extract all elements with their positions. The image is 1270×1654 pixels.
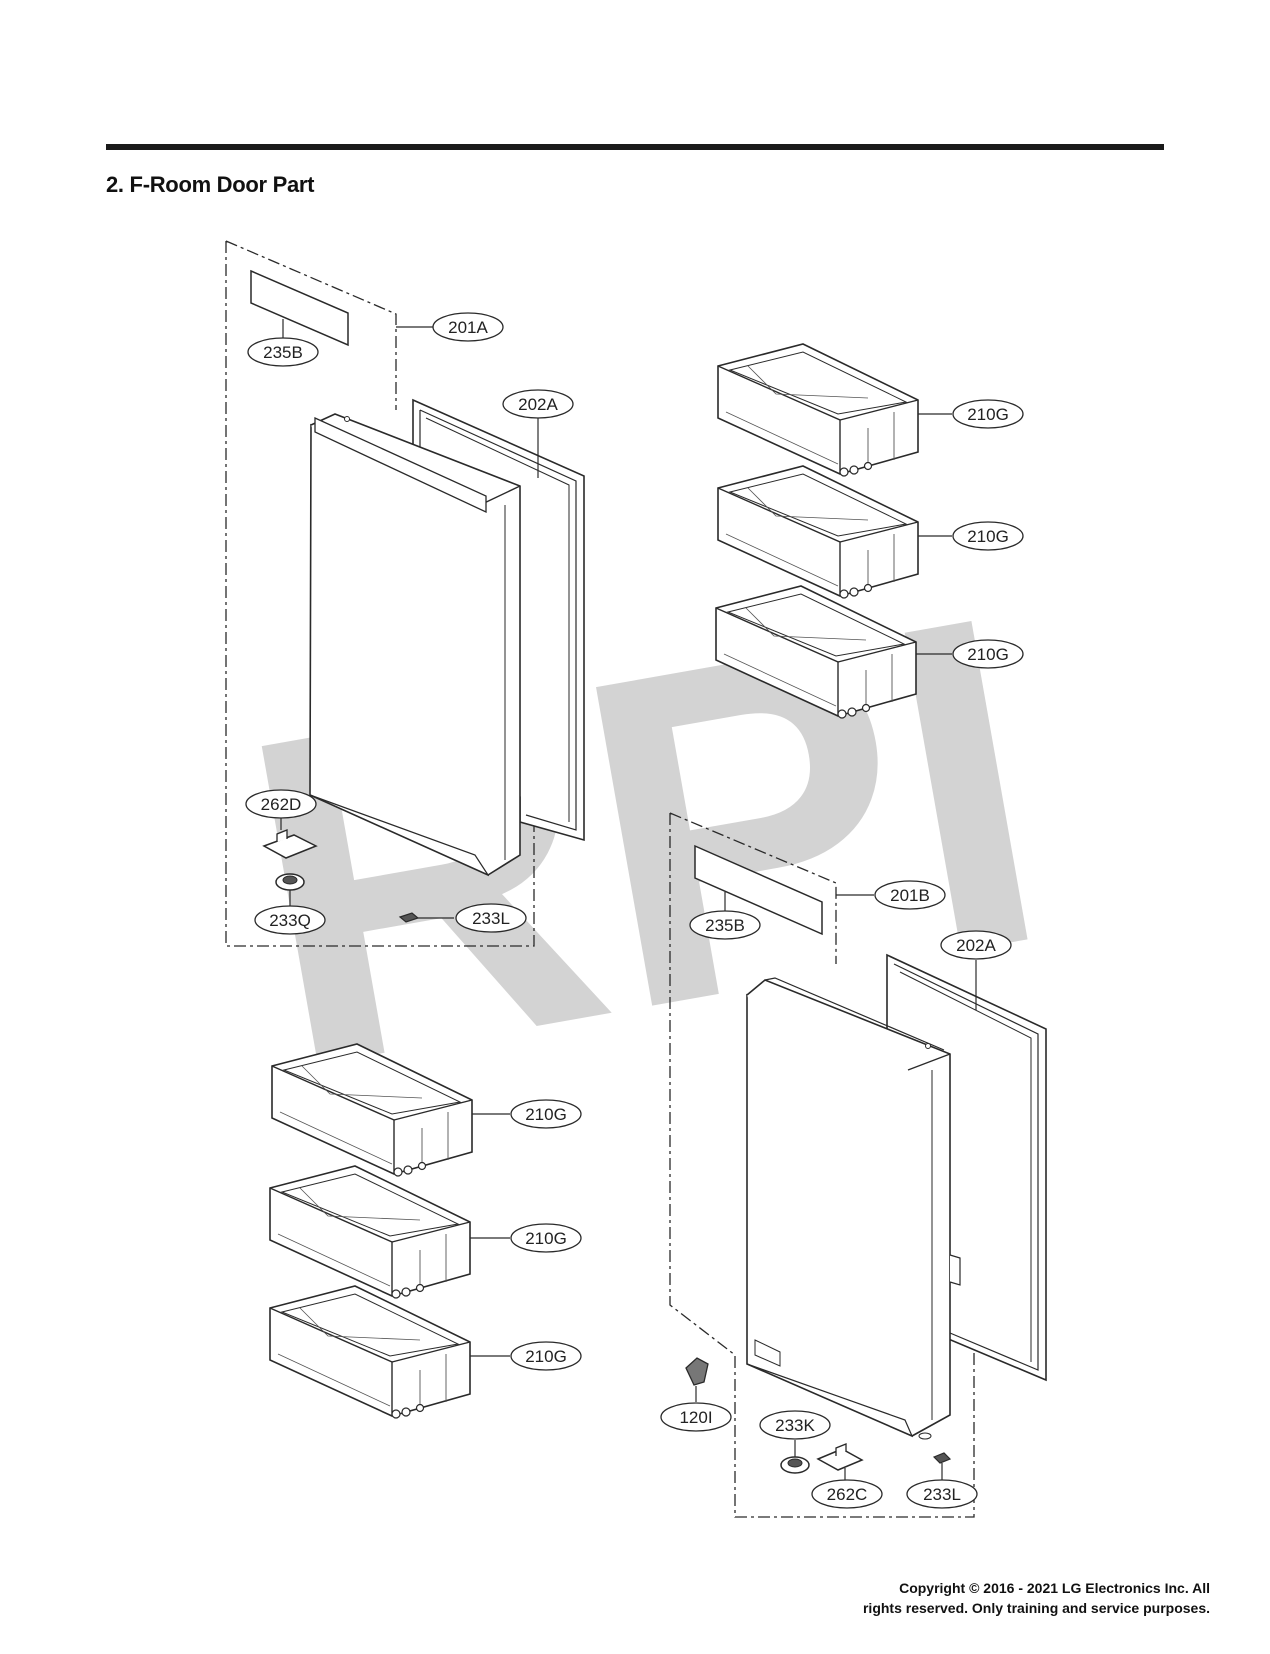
right-door-body — [746, 977, 961, 1440]
section-title: 2. F-Room Door Part — [106, 172, 315, 197]
basket-right-1 — [717, 343, 952, 477]
callout-262d: 262D — [245, 789, 317, 819]
callout-210g-right-2: 210G — [952, 521, 1024, 551]
callout-210g-left-2: 210G — [510, 1223, 582, 1253]
callout-233k: 233K — [759, 1410, 831, 1440]
callout-201b: 201B — [874, 880, 946, 910]
copyright-line-2: rights reserved. Only training and servi… — [862, 1600, 1210, 1616]
svg-text:210G: 210G — [967, 527, 1009, 546]
svg-text:210G: 210G — [525, 1229, 567, 1248]
left-hinge-bracket — [262, 818, 318, 859]
left-panel-label-strip — [250, 269, 349, 347]
right-door-stopper — [932, 1452, 952, 1480]
callout-210g-right-3: 210G — [952, 639, 1024, 669]
callout-120i: 120I — [660, 1402, 732, 1432]
basket-left-1 — [271, 1043, 510, 1177]
left-hinge-cap — [275, 873, 305, 906]
svg-text:235B: 235B — [263, 343, 303, 362]
basket-left-2 — [269, 1165, 510, 1299]
right-hinge-cap — [780, 1440, 810, 1474]
copyright-line-1: Copyright © 2016 - 2021 LG Electronics I… — [899, 1580, 1210, 1596]
callout-235b-left: 235B — [247, 337, 319, 367]
right-sensor-switch — [685, 1357, 709, 1402]
svg-text:202A: 202A — [956, 936, 996, 955]
right-hinge-bracket — [816, 1443, 864, 1480]
callout-235b-right: 235B — [689, 910, 761, 940]
right-panel-label-strip — [694, 844, 823, 936]
svg-text:262D: 262D — [261, 795, 302, 814]
svg-text:210G: 210G — [967, 405, 1009, 424]
callout-201a: 201A — [432, 312, 504, 342]
left-door-stopper — [398, 912, 454, 923]
basket-right-3 — [715, 585, 952, 719]
callout-202a-left: 202A — [502, 389, 574, 419]
basket-left-3 — [269, 1285, 510, 1419]
basket-right-2 — [717, 465, 952, 599]
svg-text:262C: 262C — [827, 1485, 868, 1504]
svg-text:202A: 202A — [518, 395, 558, 414]
svg-text:233L: 233L — [472, 909, 510, 928]
top-rule-divider — [106, 144, 1164, 150]
svg-text:235B: 235B — [705, 916, 745, 935]
svg-text:210G: 210G — [525, 1347, 567, 1366]
svg-text:201A: 201A — [448, 318, 488, 337]
svg-text:233Q: 233Q — [269, 911, 311, 930]
callout-210g-left-1: 210G — [510, 1099, 582, 1129]
callout-233l-right: 233L — [906, 1479, 978, 1509]
callout-233q: 233Q — [254, 905, 326, 935]
svg-text:210G: 210G — [525, 1105, 567, 1124]
svg-text:201B: 201B — [890, 886, 930, 905]
svg-text:210G: 210G — [967, 645, 1009, 664]
svg-text:233L: 233L — [923, 1485, 961, 1504]
copyright-notice: Copyright © 2016 - 2021 LG Electronics I… — [863, 1578, 1210, 1618]
callout-210g-right-1: 210G — [952, 399, 1024, 429]
svg-text:233K: 233K — [775, 1416, 815, 1435]
callout-202a-right: 202A — [940, 930, 1012, 960]
callout-210g-left-3: 210G — [510, 1341, 582, 1371]
left-door-assembly-outline — [225, 240, 535, 947]
right-door-assembly-outline — [669, 812, 975, 1518]
left-door-body — [309, 413, 521, 877]
callout-262c: 262C — [811, 1479, 883, 1509]
svg-text:120I: 120I — [679, 1408, 712, 1427]
callout-233l-left: 233L — [455, 903, 527, 933]
